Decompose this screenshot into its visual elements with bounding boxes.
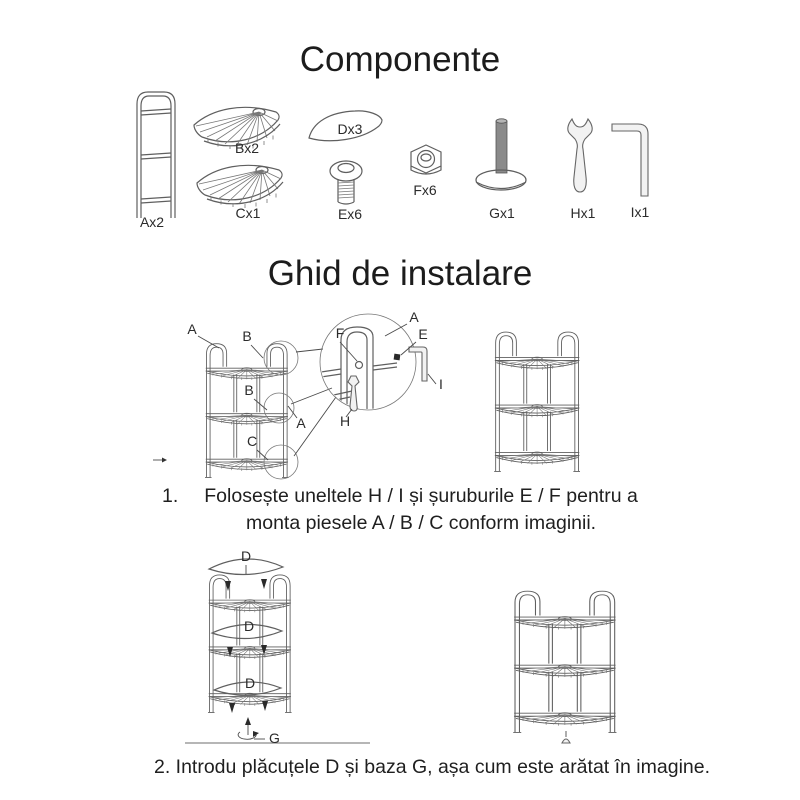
label-b-mid: B [244, 382, 253, 398]
components-diagram: Ax2 Bx2 Cx1 Dx3 Ex6 Fx6 [136, 91, 650, 230]
step1-diagram: A B B C A F A E I H [153, 309, 800, 480]
label-c-bot: C [247, 433, 257, 449]
screw-label: Ex6 [338, 206, 362, 222]
nut-illustration [410, 144, 442, 175]
nut-label: Fx6 [413, 182, 437, 198]
label-d-mid: D [244, 618, 254, 634]
foot-label: Gx1 [489, 205, 515, 221]
shelf-final-illustration [513, 591, 616, 744]
step1-line2: monta piesele A / B / C conform imaginii… [246, 512, 597, 534]
label-a-detail: A [409, 309, 419, 325]
step1-body: Folosește uneltele H / I și șuruburile E… [204, 483, 638, 537]
label-a-top: A [187, 321, 197, 337]
step1-number: 1. [162, 485, 179, 507]
wrench-detail [347, 375, 360, 412]
foot-illustration [475, 118, 527, 191]
wrench-label: Hx1 [571, 205, 596, 221]
label-h: H [340, 413, 350, 429]
allen-key-detail [408, 346, 428, 382]
label-a-side: A [296, 415, 306, 431]
label-e: E [418, 326, 427, 342]
allen-key-label: Ix1 [631, 204, 650, 220]
label-g: G [269, 730, 280, 746]
screw-illustration [329, 160, 363, 205]
label-f: F [336, 325, 345, 341]
allen-key-illustration [611, 123, 649, 197]
label-b-top: B [242, 328, 251, 344]
step1-instruction: 1. Folosește uneltele H / I și șuruburil… [162, 483, 638, 537]
step1-line1: Folosește uneltele H / I și șuruburile E… [204, 485, 638, 507]
wrench-illustration [567, 117, 593, 193]
step2-instruction: 2. Introdu plăcuțele D și baza G, așa cu… [153, 756, 711, 778]
wire-shelf-c-illustration [196, 164, 284, 209]
guide-title: Ghid de instalare [267, 254, 533, 293]
label-d-top: D [241, 548, 251, 564]
side-frame-illustration [136, 91, 176, 218]
wire-shelf-b-label: Bx2 [235, 140, 259, 156]
wire-shelf-c-label: Cx1 [236, 205, 261, 221]
shelf-plates-illustration [185, 558, 370, 744]
corner-plate-label: Dx3 [338, 121, 363, 137]
shelf-exploded-illustration [153, 340, 337, 480]
side-frame-label: Ax2 [140, 214, 164, 230]
corner-plate-illustration [308, 110, 383, 142]
label-i: I [439, 376, 443, 392]
label-d-bot: D [245, 675, 255, 691]
components-title: Componente [299, 40, 501, 79]
step2-diagram: D D D G [185, 548, 800, 746]
shelf-assembled-illustration [494, 332, 580, 471]
